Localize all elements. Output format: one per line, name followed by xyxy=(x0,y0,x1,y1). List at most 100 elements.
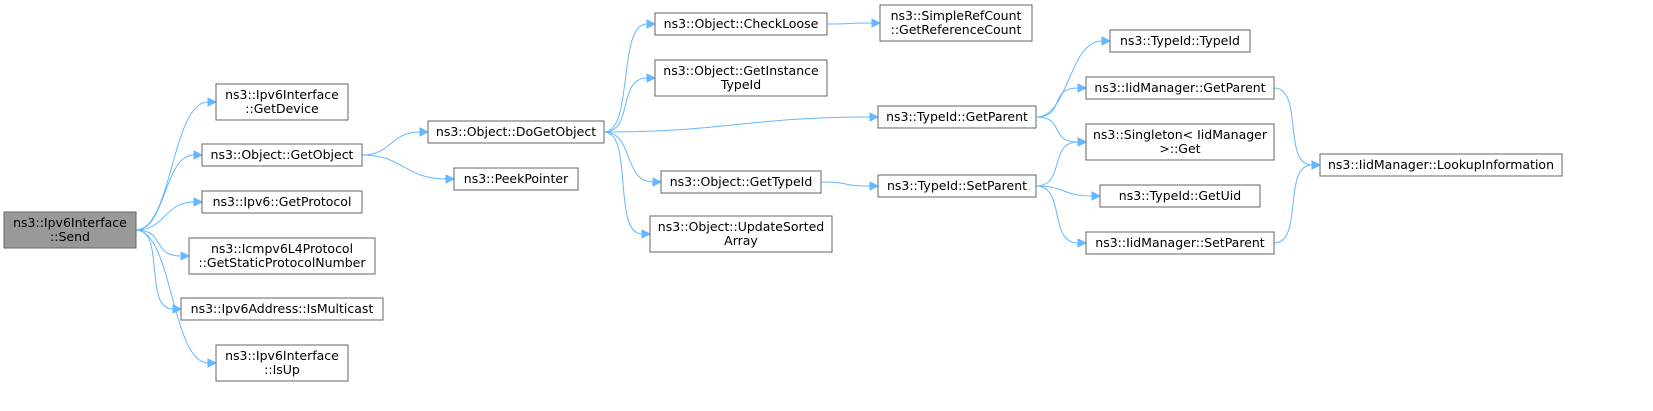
edge-line xyxy=(1035,185,1093,197)
node-box xyxy=(877,105,1037,129)
node-box xyxy=(1085,123,1275,161)
node-label: ns3::SimpleRefCount xyxy=(891,8,1022,23)
node-label: ns3::Singleton< IidManager xyxy=(1093,127,1268,142)
node-label: ns3::IidManager::SetParent xyxy=(1095,235,1265,250)
edge-line xyxy=(1035,141,1079,187)
node-box xyxy=(660,170,822,194)
node-label: ns3::Icmpv6L4Protocol xyxy=(211,241,353,256)
edge-obj_gettypeid-to-typeid_setparent xyxy=(820,181,880,191)
edge-getobject-to-dogetobject xyxy=(361,127,430,156)
node-ismulticast[interactable]: ns3::Ipv6Address::IsMulticast xyxy=(180,297,384,321)
edge-line xyxy=(135,101,209,231)
edge-iid_setparent-to-lookupinfo xyxy=(1273,160,1322,244)
edge-dogetobject-to-getinstancetypeid xyxy=(603,73,657,133)
edge-send-to-getobject xyxy=(135,150,204,231)
node-label: TypeId xyxy=(720,77,761,92)
node-label: ns3::PeekPointer xyxy=(464,171,569,186)
node-iid_setparent[interactable]: ns3::IidManager::SetParent xyxy=(1085,231,1275,255)
edge-dogetobject-to-typeid_getparent xyxy=(603,112,880,133)
node-dogetobject[interactable]: ns3::Object::DoGetObject xyxy=(427,120,605,144)
node-box xyxy=(1085,76,1275,100)
edge-typeid_setparent-to-singleton_get xyxy=(1035,137,1088,187)
node-label: ns3::Object::GetObject xyxy=(211,147,354,162)
node-peekpointer[interactable]: ns3::PeekPointer xyxy=(453,167,579,191)
node-label: ns3::Ipv6Interface xyxy=(13,215,127,230)
node-label: ns3::IidManager::GetParent xyxy=(1094,80,1265,95)
arrowhead-icon xyxy=(641,229,652,239)
arrowhead-icon xyxy=(180,251,191,261)
arrowhead-icon xyxy=(652,177,663,187)
edge-line xyxy=(1035,40,1103,118)
node-checkloose[interactable]: ns3::Object::CheckLoose xyxy=(654,12,828,36)
arrowhead-icon xyxy=(419,127,430,137)
node-typeid_typeid[interactable]: ns3::TypeId::TypeId xyxy=(1109,29,1251,53)
nodes-layer: ns3::Ipv6Interface::Sendns3::Ipv6Interfa… xyxy=(3,4,1563,382)
edge-typeid_getparent-to-typeid_typeid xyxy=(1035,36,1112,118)
node-box xyxy=(215,344,349,382)
node-box xyxy=(654,59,828,97)
node-label: ns3::Object::CheckLoose xyxy=(664,16,819,31)
arrowhead-icon xyxy=(193,150,204,160)
node-getdevice[interactable]: ns3::Ipv6Interface::GetDevice xyxy=(215,83,349,121)
node-label: ns3::TypeId::GetParent xyxy=(886,109,1028,124)
node-label: ::GetDevice xyxy=(245,101,319,116)
arrowhead-icon xyxy=(869,181,880,191)
edge-line xyxy=(1035,116,1079,143)
node-label: ns3::TypeId::GetUid xyxy=(1119,188,1241,203)
node-icmpv6[interactable]: ns3::Icmpv6L4Protocol::GetStaticProtocol… xyxy=(188,237,376,275)
node-getobject[interactable]: ns3::Object::GetObject xyxy=(201,143,363,167)
arrowhead-icon xyxy=(869,112,880,122)
node-box xyxy=(453,167,579,191)
edge-line xyxy=(361,131,421,156)
edge-dogetobject-to-obj_gettypeid xyxy=(603,131,663,187)
node-singleton_get[interactable]: ns3::Singleton< IidManager>::Get xyxy=(1085,123,1275,161)
edge-line xyxy=(1273,87,1313,166)
arrowhead-icon xyxy=(1077,238,1088,248)
edge-line xyxy=(603,77,648,133)
edge-line xyxy=(1035,87,1079,118)
node-box xyxy=(201,143,363,167)
node-send[interactable]: ns3::Ipv6Interface::Send xyxy=(3,211,137,249)
node-label: ns3::TypeId::TypeId xyxy=(1120,33,1240,48)
edge-typeid_setparent-to-typeid_getuid xyxy=(1035,185,1102,201)
node-typeid_getparent[interactable]: ns3::TypeId::GetParent xyxy=(877,105,1037,129)
edge-line xyxy=(135,229,182,257)
arrowhead-icon xyxy=(1077,137,1088,147)
node-label: ns3::Object::GetTypeId xyxy=(670,174,813,189)
node-lookupinfo[interactable]: ns3::IidManager::LookupInformation xyxy=(1319,153,1563,177)
node-typeid_setparent[interactable]: ns3::TypeId::SetParent xyxy=(877,174,1037,198)
node-typeid_getuid[interactable]: ns3::TypeId::GetUid xyxy=(1099,184,1261,208)
node-label: ns3::Ipv6Address::IsMulticast xyxy=(191,301,374,316)
node-box xyxy=(877,174,1037,198)
node-isup[interactable]: ns3::Ipv6Interface::IsUp xyxy=(215,344,349,382)
node-box xyxy=(1109,29,1251,53)
edge-line xyxy=(603,131,654,183)
edge-line xyxy=(820,181,871,187)
node-label: Array xyxy=(724,233,758,248)
arrowhead-icon xyxy=(646,19,657,29)
node-getrefcount[interactable]: ns3::SimpleRefCount::GetReferenceCount xyxy=(879,4,1033,42)
node-box xyxy=(1099,184,1261,208)
edge-line xyxy=(361,154,447,180)
edge-line xyxy=(135,229,174,310)
node-label: ns3::TypeId::SetParent xyxy=(887,178,1027,193)
node-obj_gettypeid[interactable]: ns3::Object::GetTypeId xyxy=(660,170,822,194)
node-box xyxy=(649,215,833,253)
edge-line xyxy=(135,154,195,231)
node-box xyxy=(879,4,1033,42)
node-label: ns3::Ipv6::GetProtocol xyxy=(213,194,352,209)
node-box xyxy=(201,190,363,214)
edge-send-to-icmpv6 xyxy=(135,229,191,261)
edge-typeid_setparent-to-iid_setparent xyxy=(1035,185,1088,248)
arrowhead-icon xyxy=(445,174,456,184)
node-box xyxy=(180,297,384,321)
edge-line xyxy=(135,229,209,364)
node-getprotocol[interactable]: ns3::Ipv6::GetProtocol xyxy=(201,190,363,214)
node-iid_getparent[interactable]: ns3::IidManager::GetParent xyxy=(1085,76,1275,100)
arrowhead-icon xyxy=(1077,83,1088,93)
arrowhead-icon xyxy=(646,73,657,83)
arrowhead-icon xyxy=(193,197,204,207)
edge-iid_getparent-to-lookupinfo xyxy=(1273,87,1322,170)
